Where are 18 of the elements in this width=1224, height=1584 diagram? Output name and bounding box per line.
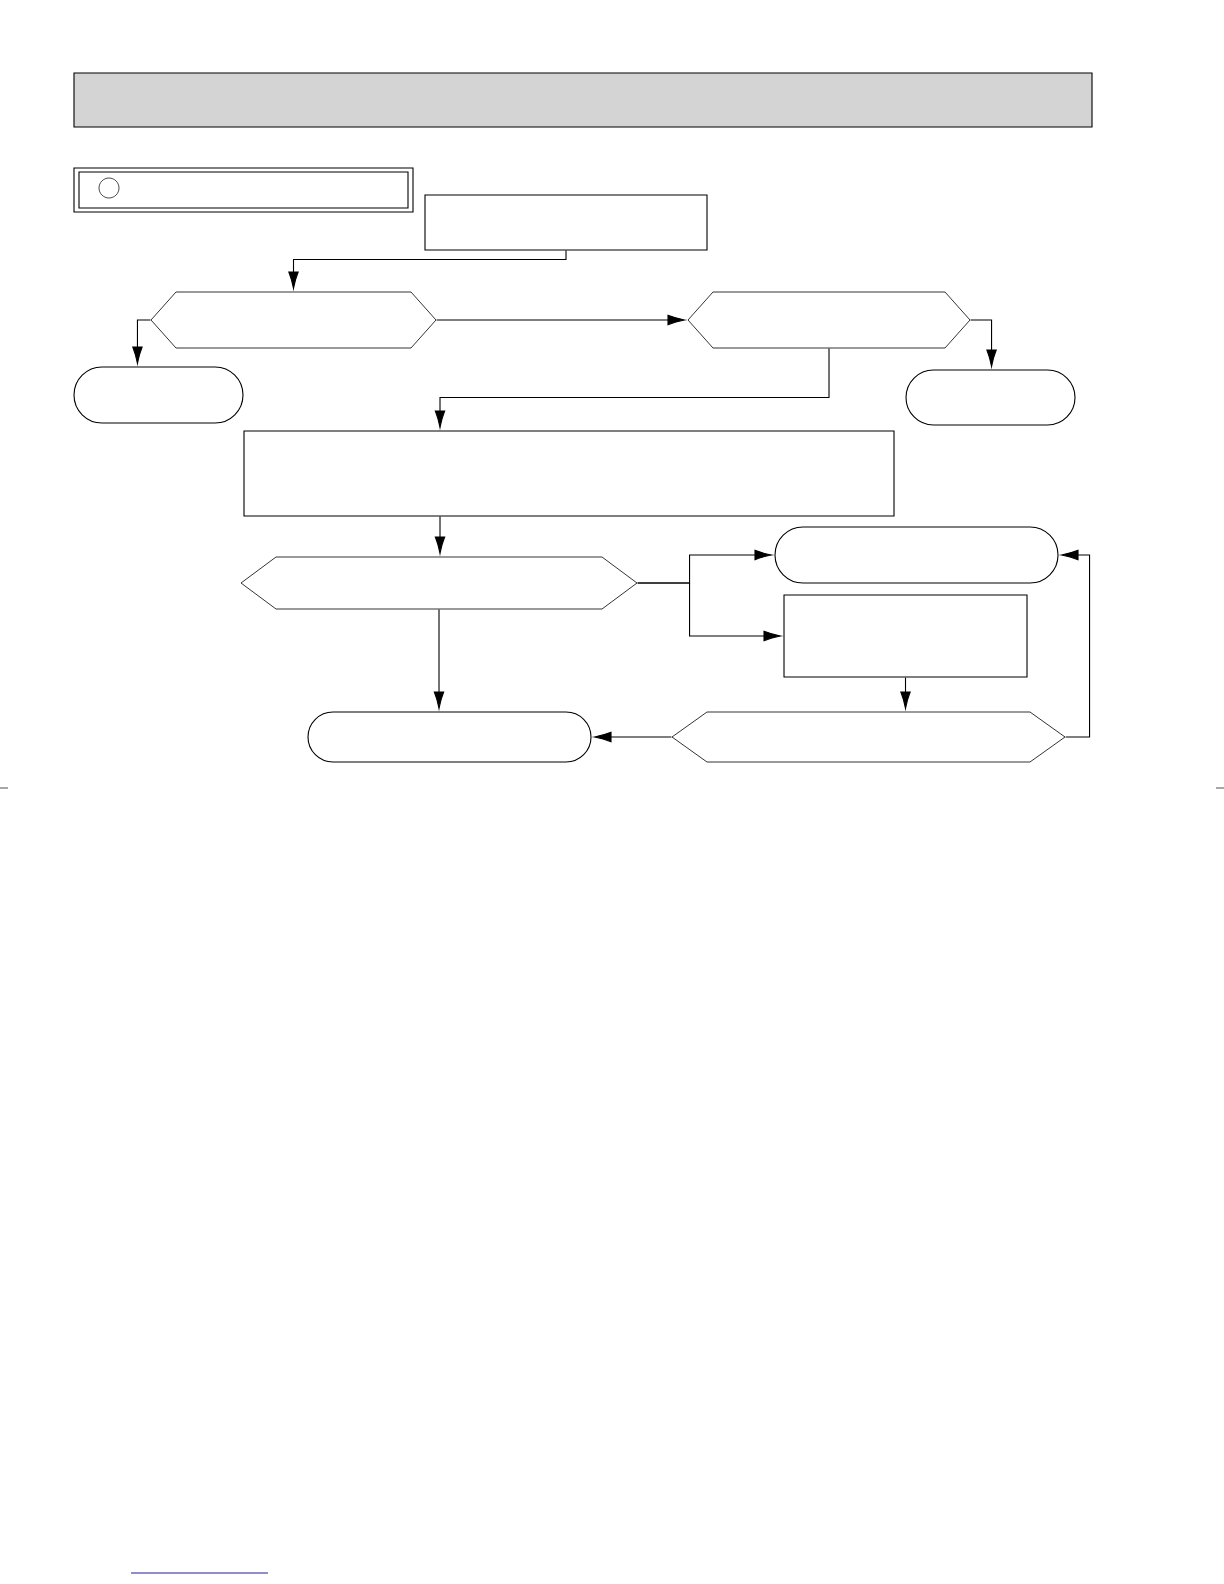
arrow (637, 582, 781, 642)
terminal-box (905, 369, 1076, 426)
arrow (433, 609, 445, 709)
process-box (424, 194, 708, 251)
process-box (243, 430, 895, 517)
arrow (1061, 549, 1091, 738)
process-box (783, 594, 1028, 678)
decision-hexagon (687, 291, 971, 349)
arrow (434, 516, 446, 554)
decision-hexagon (150, 291, 437, 349)
terminal-box (307, 711, 592, 763)
decision-hexagon (240, 556, 638, 610)
decision-hexagon (671, 711, 1066, 763)
terminal-box (73, 366, 244, 424)
terminal-box (774, 526, 1059, 584)
arrow (436, 314, 685, 326)
arrow (594, 731, 672, 743)
arrow (434, 348, 830, 428)
